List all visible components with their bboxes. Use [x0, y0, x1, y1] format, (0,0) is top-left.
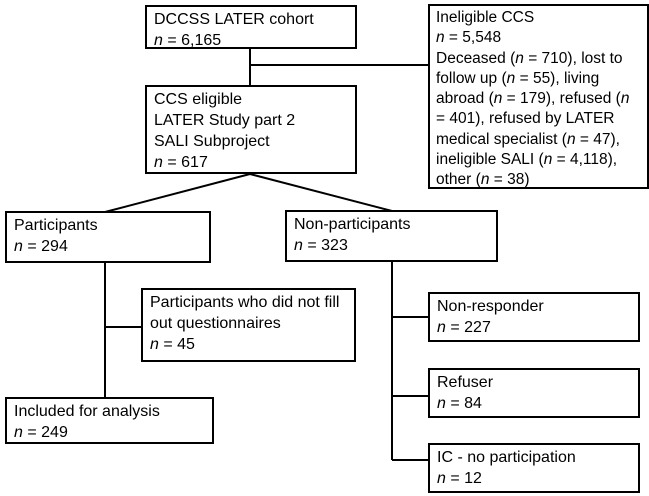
- box-text-line: n = 84: [437, 395, 482, 412]
- box-text-line: LATER Study part 2: [154, 112, 296, 129]
- connector-eligible-to-participants: [104, 173, 251, 213]
- box-text-line: Ineligible CCS: [436, 9, 535, 26]
- box-text-line: Participants: [14, 217, 98, 234]
- box-text-line: Non-responder: [437, 298, 544, 315]
- box-text-line: n = 6,165: [154, 32, 222, 49]
- box-text-line: n = 617: [154, 154, 208, 171]
- box-text-line: DCCSS LATER cohort: [154, 11, 314, 28]
- box-text-line: SALI Subproject: [154, 133, 270, 150]
- box-text-line: Included for analysis: [14, 403, 160, 420]
- box-included-for-analysis: Included for analysis n = 249: [5, 397, 214, 444]
- box-text-line: IC - no participation: [437, 449, 576, 466]
- box-participants: Participants n = 294: [5, 211, 211, 263]
- box-text-line: n = 45: [150, 336, 195, 353]
- box-non-participants: Non-participants n = 323: [285, 210, 498, 262]
- box-non-responder: Non-responder n = 227: [428, 292, 640, 342]
- box-text-line: n = 5,548: [436, 29, 502, 47]
- connector-eligible-to-nonparticipants: [249, 173, 393, 212]
- box-text-line: n = 294: [14, 238, 68, 255]
- box-text-line: n = 227: [437, 319, 491, 336]
- box-text-line: CCS eligible: [154, 91, 243, 108]
- box-text-line: Non-participants: [294, 216, 411, 233]
- box-refuser: Refuser n = 84: [428, 368, 640, 418]
- box-text-line: n = 12: [437, 470, 482, 487]
- box-text-line: Participants who did not fill out questi…: [150, 294, 340, 332]
- box-text-line: n = 323: [294, 237, 348, 254]
- box-dccss-later-cohort: DCCSS LATER cohort n = 6,165: [145, 5, 357, 49]
- box-text-line: n = 249: [14, 424, 68, 441]
- box-text-line: Deceased (n = 710), lost to follow up (n…: [436, 49, 630, 189]
- box-ic-no-participation: IC - no participation n = 12: [428, 443, 640, 493]
- box-no-questionnaires: Participants who did not fill out questi…: [141, 288, 356, 362]
- box-text-line: Refuser: [437, 374, 494, 391]
